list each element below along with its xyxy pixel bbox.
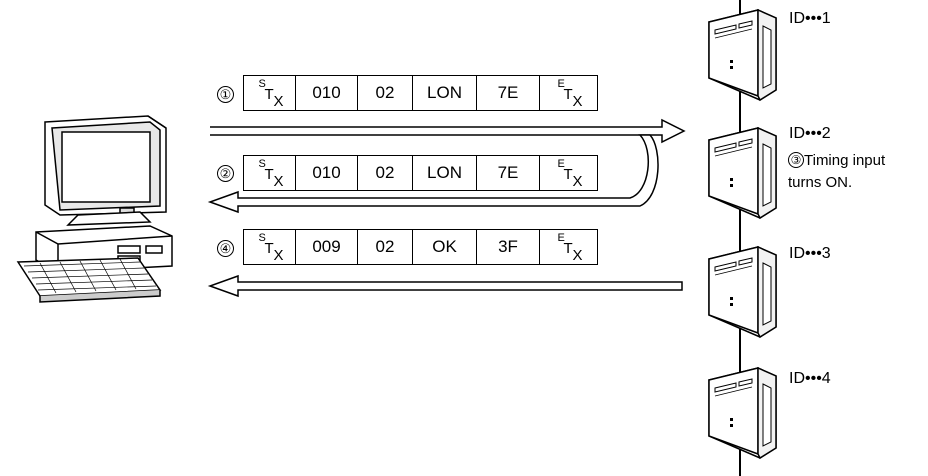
id-controller-icon <box>709 128 776 218</box>
step-marker-1: ① <box>217 86 234 103</box>
device-label-2: ID•••2 <box>789 125 831 143</box>
id-controller-icon <box>709 368 776 458</box>
checksum-field: 7E <box>476 76 539 110</box>
length-field: 02 <box>357 230 412 264</box>
id-field: 010 <box>295 76 357 110</box>
id-field: 010 <box>295 156 357 190</box>
step-marker-2: ② <box>217 165 234 182</box>
arrow-request <box>210 120 684 142</box>
step-marker-4: ④ <box>217 240 234 257</box>
id-controller-icon <box>709 247 776 337</box>
arrow-response <box>210 276 682 296</box>
step-marker-3: ③ <box>788 152 804 168</box>
id-field: 009 <box>295 230 357 264</box>
timing-note-line-1: Timing input <box>804 152 885 169</box>
computer-icon <box>18 116 172 302</box>
device-label-4: ID•••4 <box>789 370 831 388</box>
timing-note-line-2: turns ON. <box>788 172 898 194</box>
command-field: OK <box>412 230 476 264</box>
id-controller-icon <box>709 10 776 100</box>
device-label-1: ID•••1 <box>789 10 831 28</box>
command-field: LON <box>412 156 476 190</box>
checksum-field: 3F <box>476 230 539 264</box>
length-field: 02 <box>357 76 412 110</box>
device-label-3: ID•••3 <box>789 245 831 263</box>
command-field: LON <box>412 76 476 110</box>
checksum-field: 7E <box>476 156 539 190</box>
length-field: 02 <box>357 156 412 190</box>
